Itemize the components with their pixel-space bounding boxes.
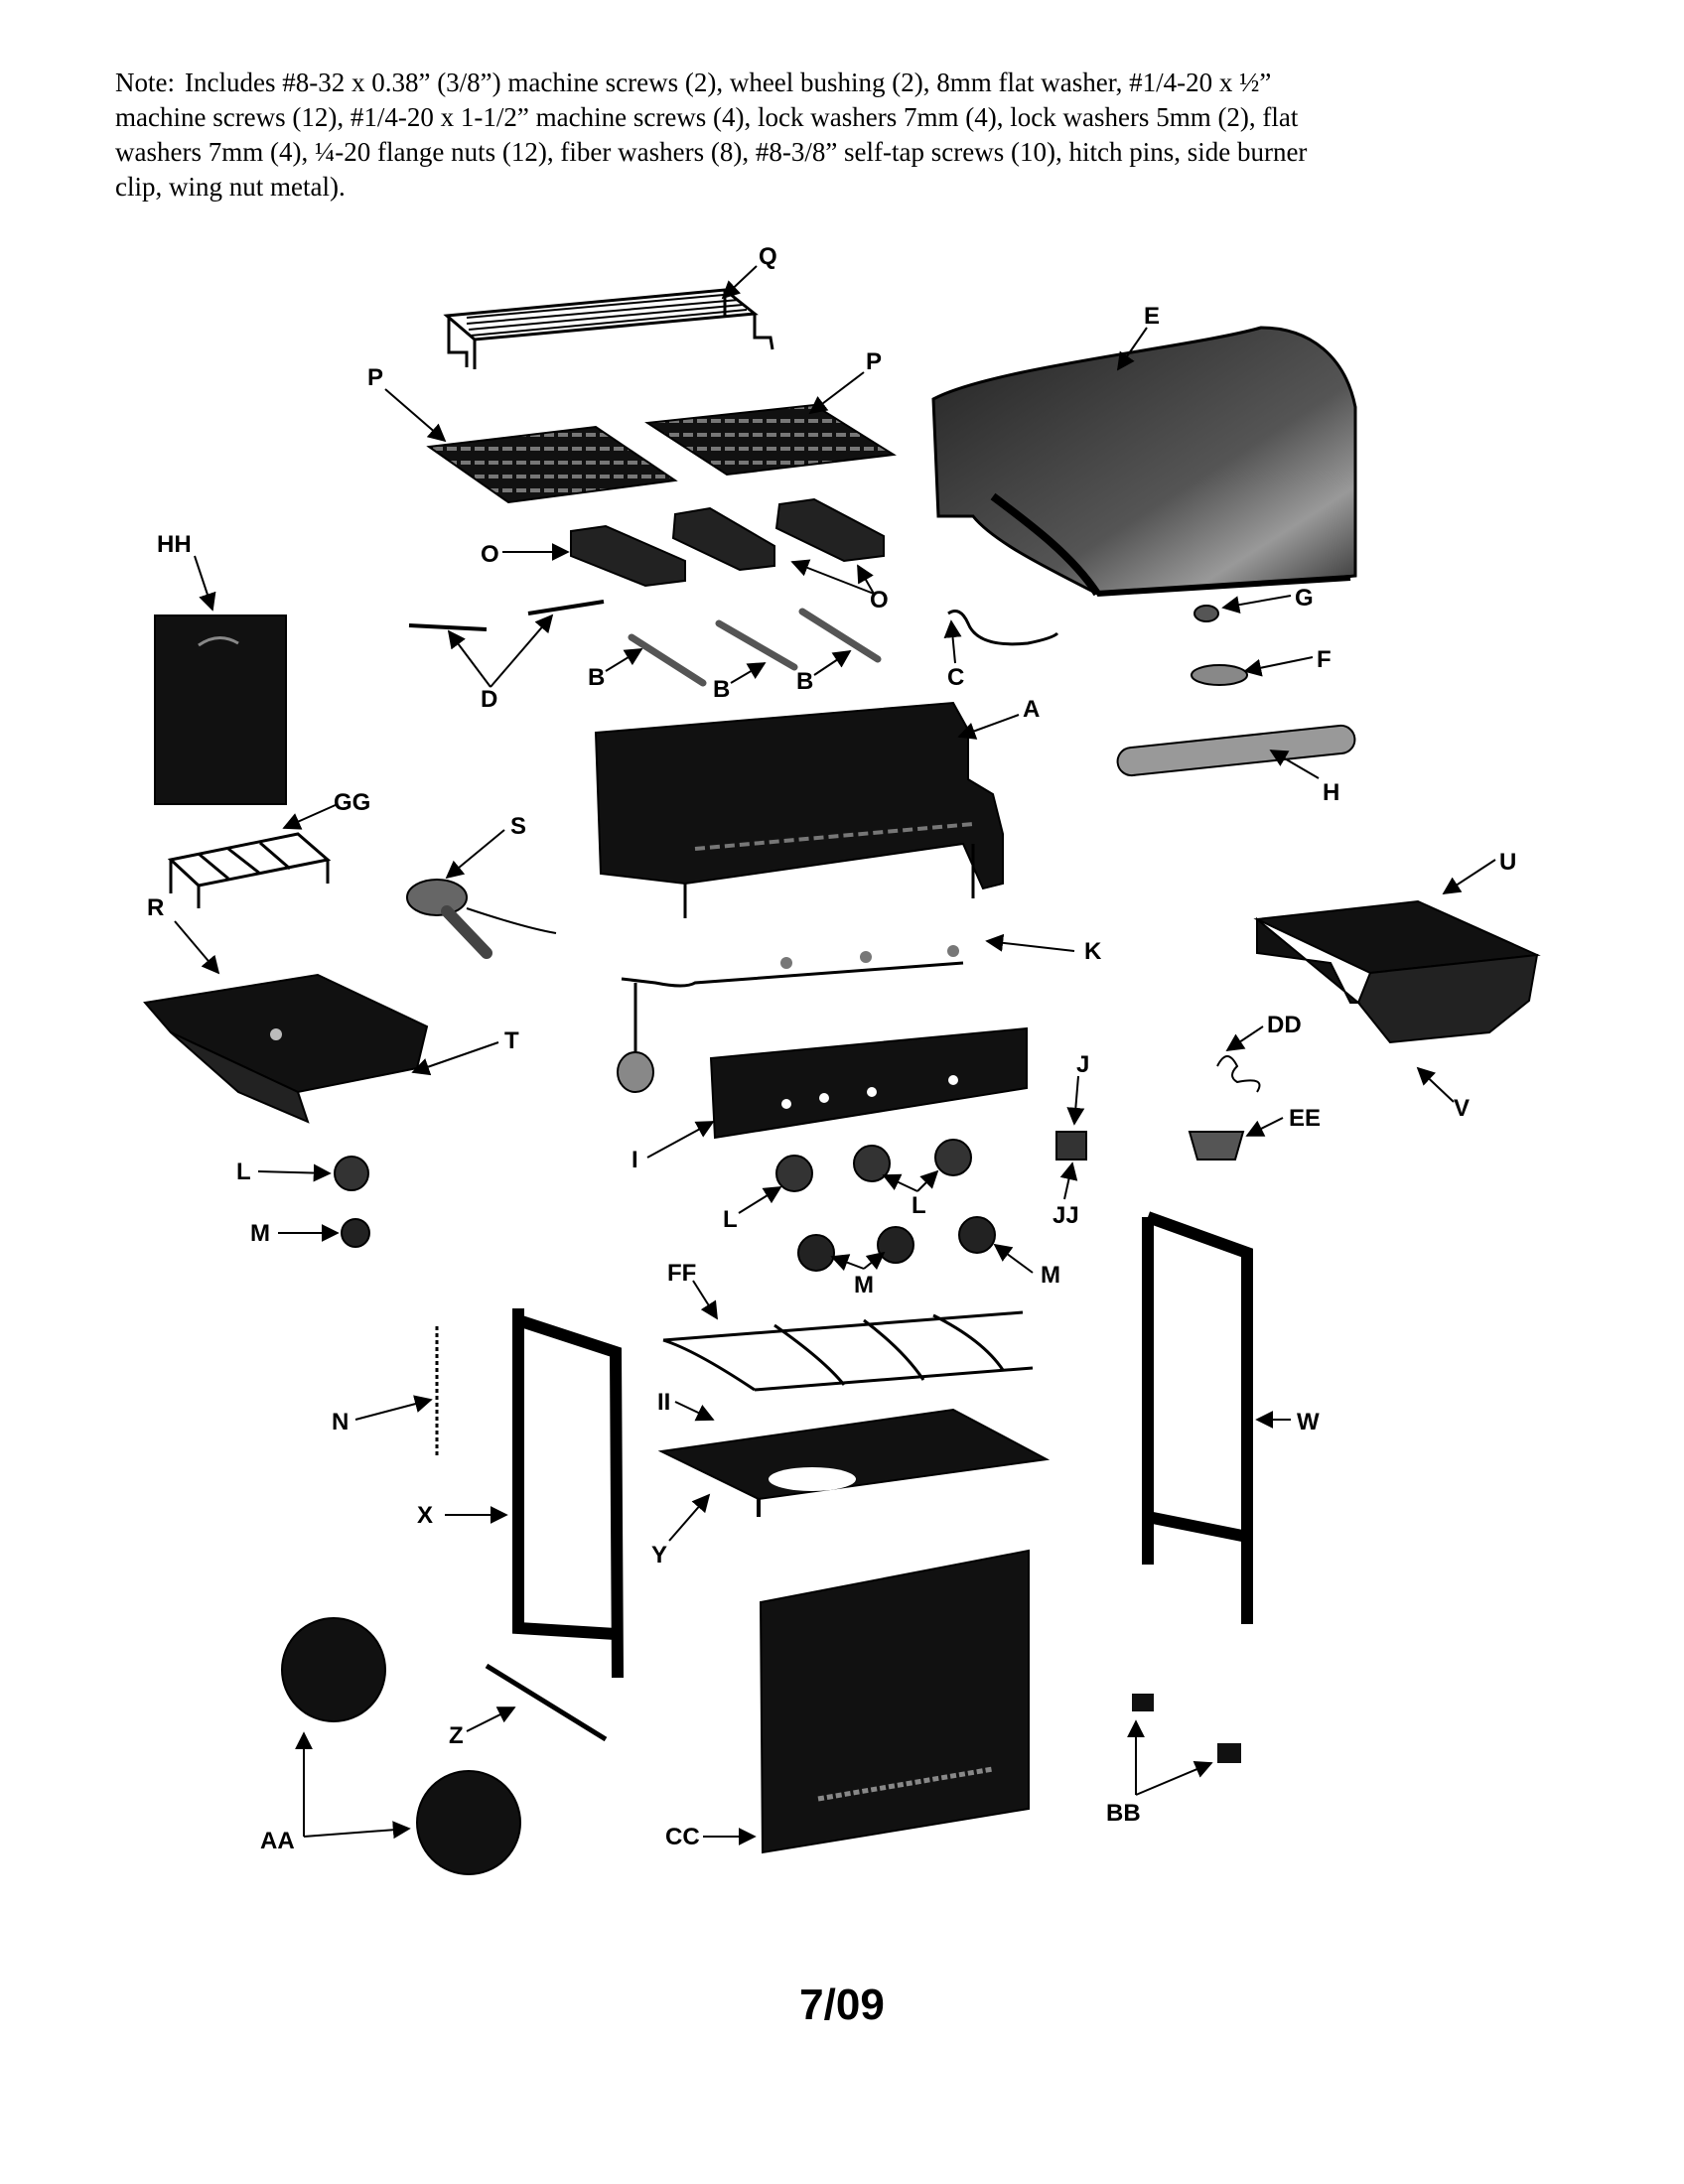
label-ee: EE xyxy=(1289,1105,1321,1132)
label-g: G xyxy=(1295,585,1314,612)
leg-cap-2 xyxy=(1217,1743,1241,1763)
label-u: U xyxy=(1499,849,1516,876)
part-labels: Q E P P HH O O G F D B B B C A H GG S R … xyxy=(147,243,1516,1854)
wheel-lower xyxy=(416,1770,521,1875)
label-jj: JJ xyxy=(1052,1202,1079,1229)
left-leg-frame xyxy=(512,1308,624,1679)
label-ff: FF xyxy=(667,1260,696,1287)
warming-rack xyxy=(443,288,774,369)
label-z: Z xyxy=(449,1722,464,1749)
label-b-3: B xyxy=(796,668,813,695)
label-y: Y xyxy=(651,1542,667,1569)
knob-bezels xyxy=(341,1216,996,1272)
note-text: Includes #8-32 x 0.38” (3/8”) machine sc… xyxy=(115,68,1308,202)
grill-lid xyxy=(931,326,1357,597)
label-l-right: L xyxy=(912,1192,926,1219)
control-knobs xyxy=(334,1139,972,1192)
side-panel xyxy=(154,614,287,805)
label-s: S xyxy=(510,813,526,840)
valve-manifold xyxy=(617,945,964,1093)
side-shelf-right xyxy=(1253,899,1541,1044)
label-p-left: P xyxy=(367,364,383,391)
grease-cup-ee xyxy=(1188,1131,1245,1160)
label-bb: BB xyxy=(1106,1800,1141,1827)
label-h: H xyxy=(1323,779,1339,806)
label-i: I xyxy=(632,1147,638,1173)
burners xyxy=(628,608,882,687)
cooking-grate-left xyxy=(426,425,678,504)
side-shelf-left xyxy=(143,973,429,1124)
crossover-tubes xyxy=(408,600,605,631)
label-o-right: O xyxy=(870,587,889,614)
bezel-f xyxy=(1191,664,1248,686)
label-j: J xyxy=(1076,1051,1089,1078)
label-m-mid: M xyxy=(854,1272,874,1298)
label-l-left: L xyxy=(236,1159,251,1185)
label-gg: GG xyxy=(334,789,370,816)
label-v: V xyxy=(1454,1095,1470,1122)
label-d: D xyxy=(481,686,497,713)
page-date-code: 7/09 xyxy=(799,1980,885,2029)
label-k: K xyxy=(1084,938,1102,965)
door-panel xyxy=(759,1549,1030,1854)
label-w: W xyxy=(1297,1409,1320,1435)
right-leg-frame xyxy=(1142,1211,1253,1624)
hook-dd xyxy=(1216,1055,1261,1093)
label-q: Q xyxy=(759,243,777,270)
bottom-shelf-cutout xyxy=(769,1467,856,1491)
label-c: C xyxy=(947,664,964,691)
label-hh: HH xyxy=(157,531,192,558)
leg-cap-1 xyxy=(1132,1694,1154,1711)
firebox xyxy=(594,701,1004,918)
label-r: R xyxy=(147,894,164,921)
label-f: F xyxy=(1317,646,1332,673)
label-cc: CC xyxy=(665,1824,700,1850)
label-dd: DD xyxy=(1267,1012,1302,1038)
axle-z xyxy=(485,1663,608,1742)
cooking-grate-right xyxy=(644,403,897,477)
label-t: T xyxy=(504,1027,519,1054)
igniter xyxy=(947,610,1059,646)
parts-note: Note: Includes #8-32 x 0.38” (3/8”) mach… xyxy=(115,66,1346,205)
label-b-1: B xyxy=(588,664,605,691)
label-ii: II xyxy=(657,1389,670,1416)
label-o-left: O xyxy=(481,541,499,568)
label-p-right: P xyxy=(866,348,882,375)
control-panel xyxy=(709,1026,1028,1140)
heat-plates xyxy=(570,497,885,588)
lid-handle xyxy=(1116,724,1356,777)
bottom-shelf xyxy=(657,1408,1051,1501)
label-aa: AA xyxy=(260,1828,295,1854)
door-panel-trim xyxy=(817,1766,994,1802)
label-a: A xyxy=(1023,696,1040,723)
leader-lines xyxy=(174,265,1496,1845)
bottom-rack xyxy=(662,1310,1034,1392)
label-b-2: B xyxy=(713,676,730,703)
label-l-mid: L xyxy=(723,1206,738,1233)
note-lead: Note: xyxy=(115,68,175,97)
label-m-right: M xyxy=(1041,1262,1060,1289)
label-e: E xyxy=(1144,303,1160,330)
label-m-left: M xyxy=(250,1220,270,1247)
wheel-upper xyxy=(281,1617,386,1722)
side-rack xyxy=(167,832,332,908)
side-burner xyxy=(406,879,557,959)
label-x: X xyxy=(417,1502,433,1529)
thermometer-g xyxy=(1193,605,1219,622)
knob-j xyxy=(1055,1131,1087,1160)
label-n: N xyxy=(332,1409,349,1435)
